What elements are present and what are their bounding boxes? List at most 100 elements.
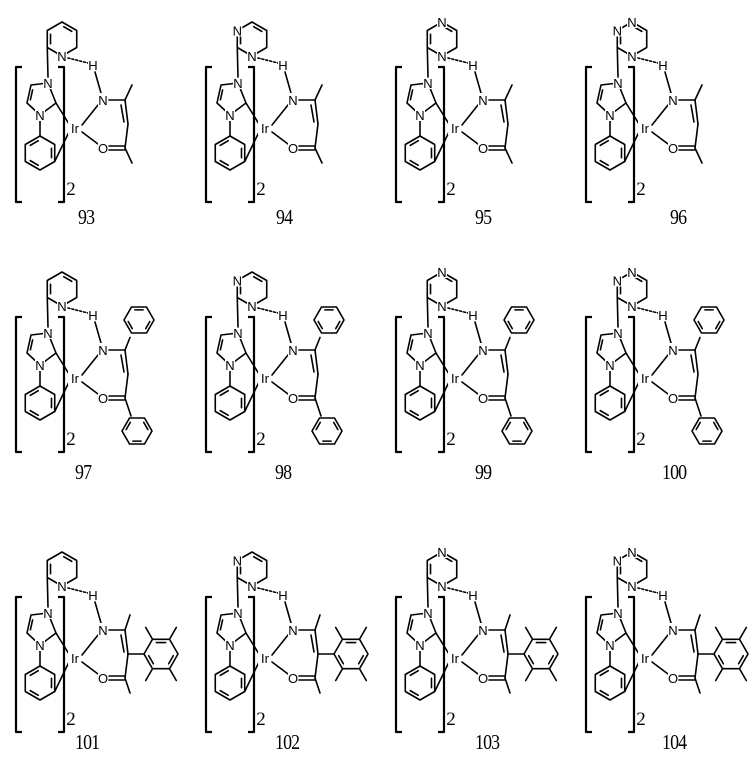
phenyl-bottom (691, 417, 723, 445)
iridium-atom: Ir (641, 121, 650, 136)
ketone-oxygen: O (668, 671, 678, 686)
imine-hydrogen: H (88, 588, 97, 603)
phenyl-top (123, 306, 155, 334)
compound-number-label: 102 (275, 730, 300, 754)
ligand-count-subscript: 2 (446, 709, 456, 730)
ketone-oxygen: O (98, 391, 108, 406)
azine-n-2: N (437, 15, 446, 30)
imidazole-ring (596, 82, 627, 116)
ligand-count-subscript: 2 (66, 709, 76, 730)
ketone-oxygen: O (288, 671, 298, 686)
phenyl-ring (24, 665, 56, 701)
ligand-count-subscript: 2 (636, 709, 646, 730)
ketone-oxygen: O (478, 141, 488, 156)
ligand-bracket (584, 65, 636, 204)
ligand-bracket (394, 315, 446, 454)
iridium-atom: Ir (451, 371, 460, 386)
azine-n-2: N (233, 24, 242, 39)
imine-hydrogen: H (658, 588, 667, 603)
phenyl-ring (594, 385, 626, 421)
imidazole-n1: N (415, 358, 424, 373)
imine-nitrogen: N (98, 343, 107, 358)
iridium-atom: Ir (641, 651, 650, 666)
ancillary-substituents (124, 84, 133, 164)
imidazole-n3: N (43, 76, 52, 91)
ancillary-substituents (694, 84, 703, 164)
ancillary-substituents (311, 306, 345, 445)
azine-n-1: N (437, 49, 446, 64)
phenyl-ring (404, 135, 436, 171)
azine-n-1: N (437, 579, 446, 594)
phenyl-ring (24, 385, 56, 421)
imidazole-ring (26, 332, 57, 366)
iridium-atom: Ir (261, 371, 270, 386)
imine-hydrogen: H (658, 308, 667, 323)
ligand-bracket (14, 65, 66, 204)
ancillary-substituents (501, 306, 535, 445)
imine-hydrogen: H (278, 308, 287, 323)
imine-nitrogen: N (668, 623, 677, 638)
ligand-count-subscript: 2 (446, 179, 456, 200)
imine-hydrogen: H (658, 58, 667, 73)
ligand-bracket (394, 595, 446, 734)
imine-hydrogen: H (278, 58, 287, 73)
azine-n-3: N (627, 545, 636, 560)
imine-hydrogen: H (88, 58, 97, 73)
compound-number-label: 104 (662, 730, 687, 754)
imidazole-ring (216, 82, 247, 116)
ligand-count-subscript: 2 (446, 429, 456, 450)
imidazole-n3: N (423, 76, 432, 91)
imidazole-n1: N (225, 108, 234, 123)
iridium-atom: Ir (71, 371, 80, 386)
imidazole-n3: N (613, 606, 622, 621)
ancillary-substituents (314, 84, 323, 164)
imine-hydrogen: H (278, 588, 287, 603)
imidazole-n3: N (43, 326, 52, 341)
ketone-oxygen: O (668, 141, 678, 156)
compound-number-label: 96 (670, 205, 687, 229)
azine-n-1: N (57, 299, 66, 314)
phenyl-ring (404, 665, 436, 701)
azine-n-2: N (613, 554, 622, 569)
tetramethylphenyl-ring (523, 638, 559, 670)
imine-nitrogen: N (478, 343, 487, 358)
ligand-bracket (204, 315, 256, 454)
ancillary-substituents (691, 306, 725, 445)
ketone-oxygen: O (478, 671, 488, 686)
imidazole-ring (216, 612, 247, 646)
compound-number-label: 103 (475, 730, 500, 754)
compound-number-label: 99 (475, 460, 492, 484)
tetramethylphenyl-ring (713, 638, 749, 670)
imidazole-ring (406, 332, 437, 366)
azine-n-1: N (437, 299, 446, 314)
azine-n-1: N (627, 579, 636, 594)
ligand-count-subscript: 2 (636, 179, 646, 200)
azine-n-1: N (247, 579, 256, 594)
imidazole-ring (26, 612, 57, 646)
azine-n-2: N (613, 274, 622, 289)
ligand-bracket (14, 595, 66, 734)
azine-n-1: N (627, 49, 636, 64)
imidazole-n3: N (423, 326, 432, 341)
imidazole-n1: N (415, 638, 424, 653)
imine-nitrogen: N (288, 343, 297, 358)
imine-nitrogen: N (98, 93, 107, 108)
ligand-bracket (394, 65, 446, 204)
ligand-bracket (204, 595, 256, 734)
imidazole-n1: N (415, 108, 424, 123)
compound-number-label: 95 (475, 205, 492, 229)
ketone-oxygen: O (288, 391, 298, 406)
imine-nitrogen: N (668, 343, 677, 358)
imidazole-n1: N (35, 108, 44, 123)
